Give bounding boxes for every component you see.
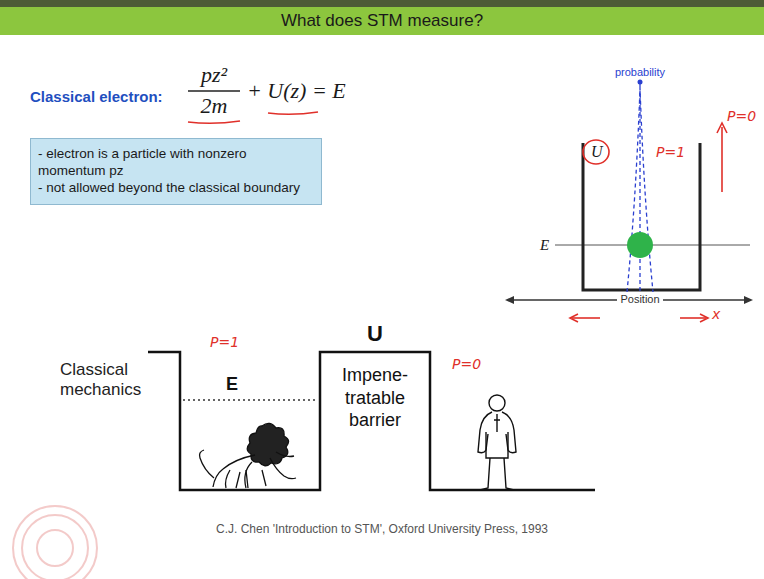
hand-underline: [268, 112, 318, 114]
barrier-region: U Impene- tratable barrier: [320, 318, 430, 490]
axis-label: probability: [615, 66, 665, 79]
barrier-profile: [183, 399, 317, 401]
potential-well-plot: [505, 296, 514, 304]
fraction-bar: [188, 90, 240, 92]
lion-sketch: [236, 470, 266, 488]
barrier-profile: [148, 352, 595, 490]
man-figure: [502, 412, 516, 453]
note-box: - electron is a particle with nonzero mo…: [30, 138, 322, 205]
hand-underline: [188, 121, 240, 123]
hand-annotation: [680, 317, 706, 319]
man-figure: [478, 412, 492, 453]
symbol-label: E: [540, 236, 549, 254]
node-text: - not allowed beyond the classical bound…: [38, 180, 314, 197]
hand-note: P=1: [210, 334, 239, 351]
logo-watermark: [13, 506, 97, 579]
node-heading: - electron is a particle with nonzero mo…: [38, 146, 314, 180]
heading-label: Classical electron:: [30, 88, 163, 106]
hand-annotation: [572, 317, 600, 319]
potential-well-plot: [627, 232, 653, 258]
man-figure: [478, 395, 516, 490]
logo-watermark: [22, 515, 88, 579]
citation: C.J. Chen 'Introduction to STM', Oxford …: [0, 522, 764, 536]
slide-title: What does STM measure?: [0, 11, 764, 31]
potential-well-plot: [638, 80, 643, 85]
node-text: Impene- tratable barrier: [320, 364, 430, 432]
equation-term: 2m: [186, 93, 242, 119]
lion-sketch: [247, 423, 288, 465]
hand-annotation: [700, 314, 708, 322]
hand-annotation: [570, 123, 727, 322]
lion-sketch: [276, 452, 294, 457]
axis-label: Position: [617, 293, 662, 306]
potential-well-plot: [583, 143, 700, 290]
region-label: Classical mechanics: [60, 360, 152, 401]
potential-well-plot: [627, 88, 653, 292]
title-bar: [0, 0, 764, 7]
equation-term: + U(z) = E: [247, 78, 346, 104]
fraction-bar: [188, 91, 240, 92]
man-figure: [486, 432, 508, 458]
node-heading: U: [320, 320, 430, 348]
man-figure: [480, 458, 514, 490]
potential-well-plot: [505, 80, 753, 305]
title-bar: [0, 7, 764, 35]
lion-sketch: [270, 458, 296, 479]
lion-sketch: [200, 450, 215, 478]
equation-term: pz²: [186, 62, 242, 88]
symbol-label: E: [226, 374, 238, 396]
lion-sketch: [200, 423, 297, 488]
symbol-label: U: [591, 142, 603, 161]
man-figure: [494, 414, 500, 432]
man-figure: [489, 395, 505, 411]
lion-sketch: [226, 470, 231, 488]
hand-note: x: [712, 306, 720, 323]
hand-note: P=0: [452, 356, 481, 373]
lion-sketch: [213, 455, 255, 487]
hand-annotation: [717, 123, 727, 133]
hand-note: P=0: [727, 108, 756, 125]
potential-well-plot: [744, 296, 753, 304]
hand-annotation: [583, 140, 609, 164]
hand-annotation: [721, 127, 723, 192]
title-bar: [0, 0, 764, 35]
logo-watermark: [13, 506, 97, 579]
logo-watermark: [37, 530, 73, 566]
hand-note: P=1: [656, 144, 685, 161]
hand-annotation: [570, 314, 578, 322]
barrier-profile: [148, 352, 595, 490]
